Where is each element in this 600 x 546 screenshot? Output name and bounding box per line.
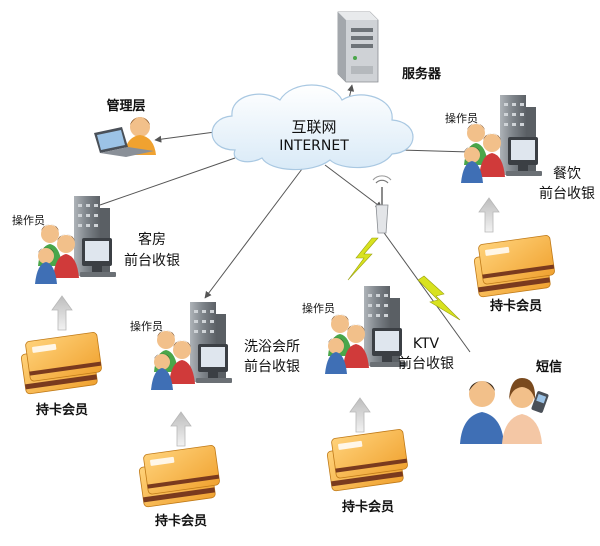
management-label: 管理层 (106, 98, 145, 114)
ktv-label-2: 前台收银 (398, 355, 454, 372)
internet-cloud: 互联网 INTERNET (211, 84, 414, 171)
catering-label-2: 前台收银 (539, 185, 595, 202)
line-to-antenna (324, 164, 383, 209)
guest-room-card-icon (20, 331, 103, 395)
line-to-bath (204, 164, 306, 299)
lightning-icon (417, 275, 461, 321)
operator-label: 操作员 (130, 319, 163, 333)
bath-arrow-icon (170, 411, 192, 447)
connection-lines (99, 84, 471, 353)
line-to-catering (399, 149, 471, 153)
ktv-member-label: 持卡会员 (342, 499, 394, 515)
server-label: 服务器 (402, 66, 442, 82)
guest-room-operator-icon (35, 196, 116, 284)
management-icon (94, 117, 156, 157)
server-icon (337, 11, 379, 83)
bath-label-1: 洗浴会所 (244, 339, 300, 355)
guest-room-label-2: 前台收银 (124, 252, 180, 269)
internet-en-label: INTERNET (279, 138, 349, 154)
guest-room-arrow-icon (51, 295, 73, 331)
operator-label: 操作员 (302, 301, 335, 315)
guest-room-label-1: 客房 (138, 231, 166, 248)
operator-label: 操作员 (12, 213, 45, 227)
lightning-icon (347, 237, 379, 281)
catering-card-icon (473, 234, 556, 298)
ktv-arrow-icon (349, 397, 371, 433)
catering-member-label: 持卡会员 (490, 298, 542, 314)
catering-arrow-icon (478, 197, 500, 233)
bath-member-label: 持卡会员 (155, 513, 207, 529)
bath-label-2: 前台收银 (244, 358, 300, 375)
catering-operator-icon (461, 95, 542, 183)
operator-label: 操作员 (445, 111, 478, 125)
line-to-guest-room (99, 157, 236, 206)
ktv-label-1: KTV (413, 336, 440, 352)
internet-cn-label: 互联网 (291, 118, 336, 136)
sms-label: 短信 (536, 359, 562, 375)
guest-room-member-label: 持卡会员 (36, 402, 88, 418)
ktv-operator-icon (325, 286, 406, 374)
line-to-sms (381, 229, 471, 353)
sms-users-icon (460, 378, 549, 444)
ktv-card-icon (326, 428, 409, 492)
bath-card-icon (138, 444, 221, 508)
bath-operator-icon (151, 302, 232, 390)
catering-label-1: 餐饮 (553, 166, 581, 182)
antenna-icon (372, 175, 392, 234)
